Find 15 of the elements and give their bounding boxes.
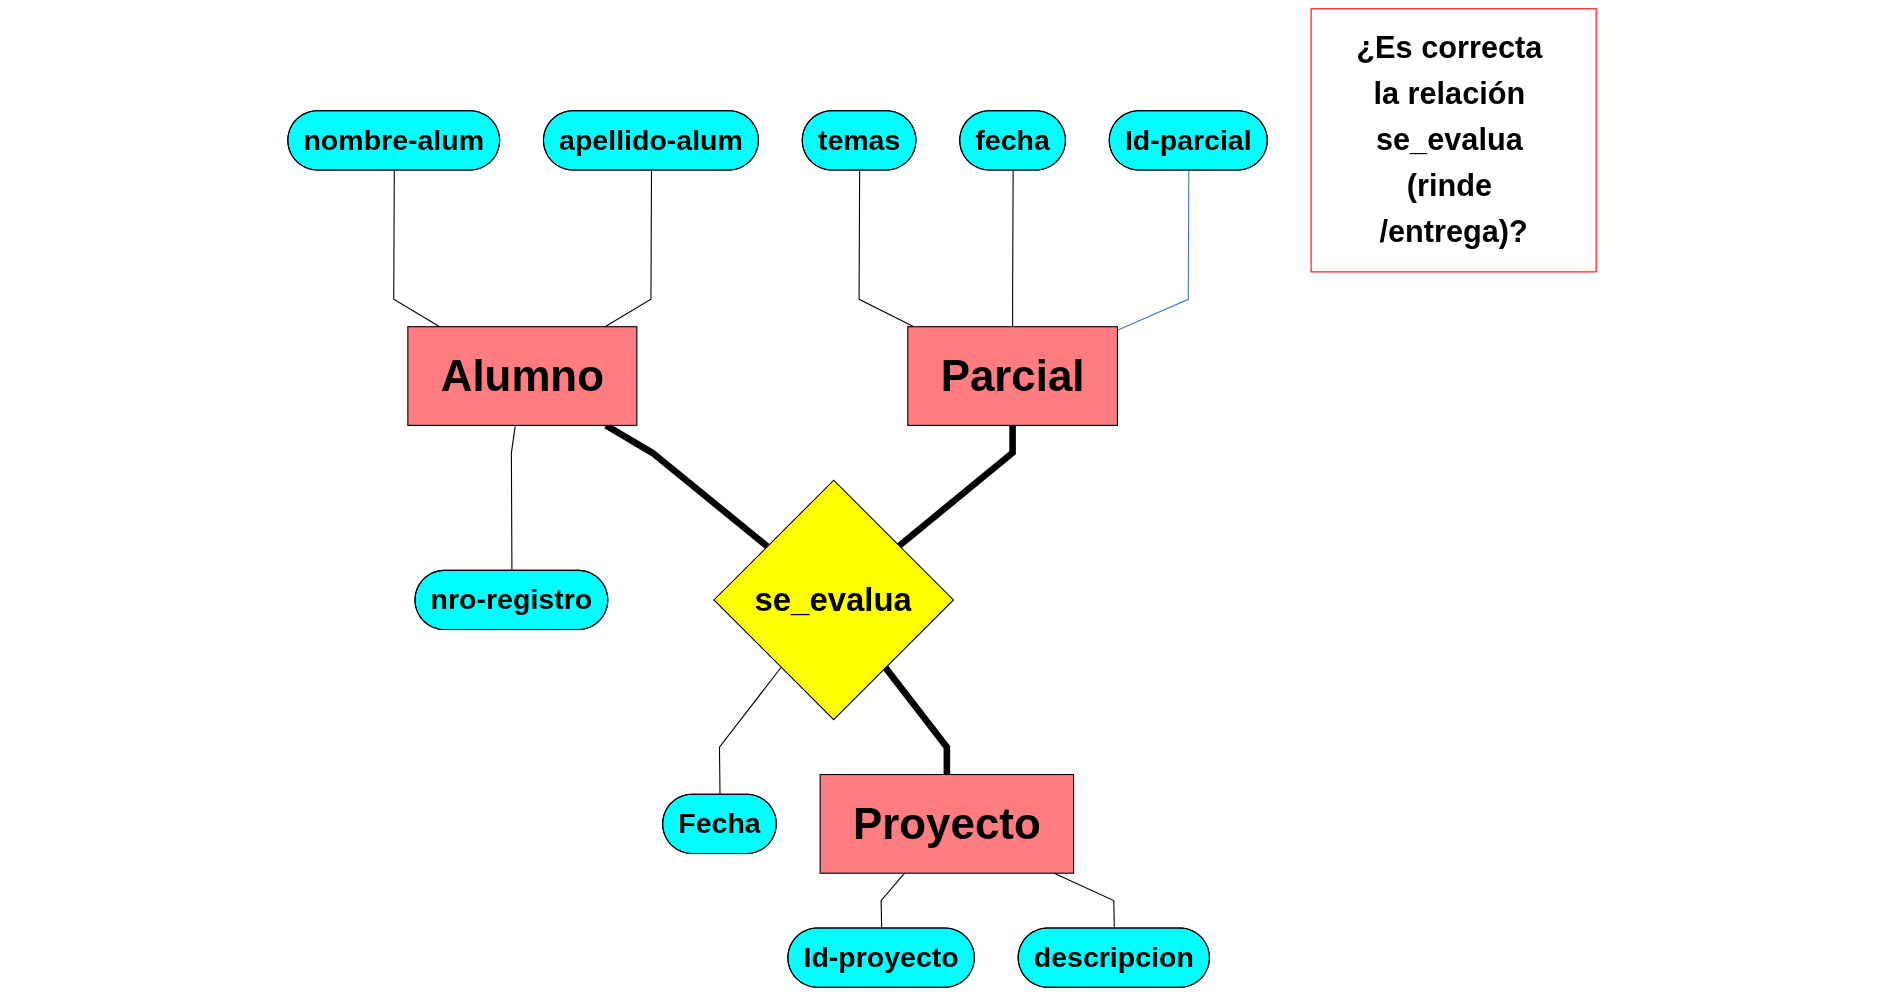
node-box: Parcial: [907, 326, 1118, 426]
connector: [1012, 169, 1014, 328]
node-diamond: se_evalua: [713, 479, 955, 721]
connector: [1116, 169, 1190, 331]
connector: [718, 666, 782, 796]
connector: [880, 872, 906, 930]
node-box: Alumno: [407, 326, 638, 426]
connector: [393, 169, 441, 328]
connector: [510, 424, 516, 572]
connector: [896, 425, 1016, 549]
node-box: Proyecto: [819, 774, 1075, 874]
connector: [882, 665, 951, 775]
connector: [858, 169, 915, 328]
connector: [604, 169, 653, 328]
node-box: ¿Es correcta la relación se_evalua (rinde /entrega)?: [1310, 8, 1597, 273]
